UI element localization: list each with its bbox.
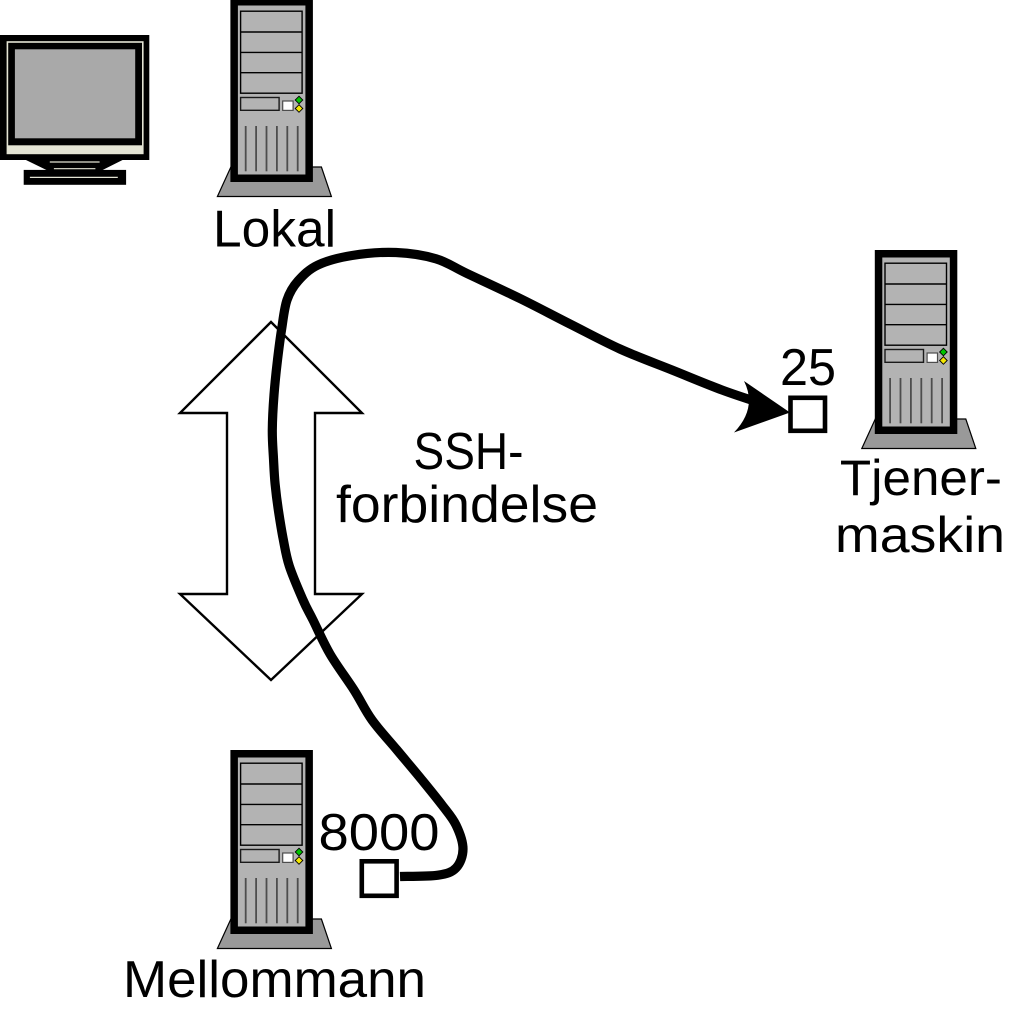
svg-text:forbindelse: forbindelse xyxy=(336,476,598,534)
svg-text:maskin: maskin xyxy=(835,507,1005,563)
svg-text:25: 25 xyxy=(780,339,836,397)
svg-text:SSH-: SSH- xyxy=(414,423,524,481)
svg-text:Tjener-: Tjener- xyxy=(840,450,1002,506)
svg-text:Lokal: Lokal xyxy=(213,201,336,259)
svg-text:Mellommann: Mellommann xyxy=(123,951,426,1009)
svg-text:8000: 8000 xyxy=(319,804,440,862)
